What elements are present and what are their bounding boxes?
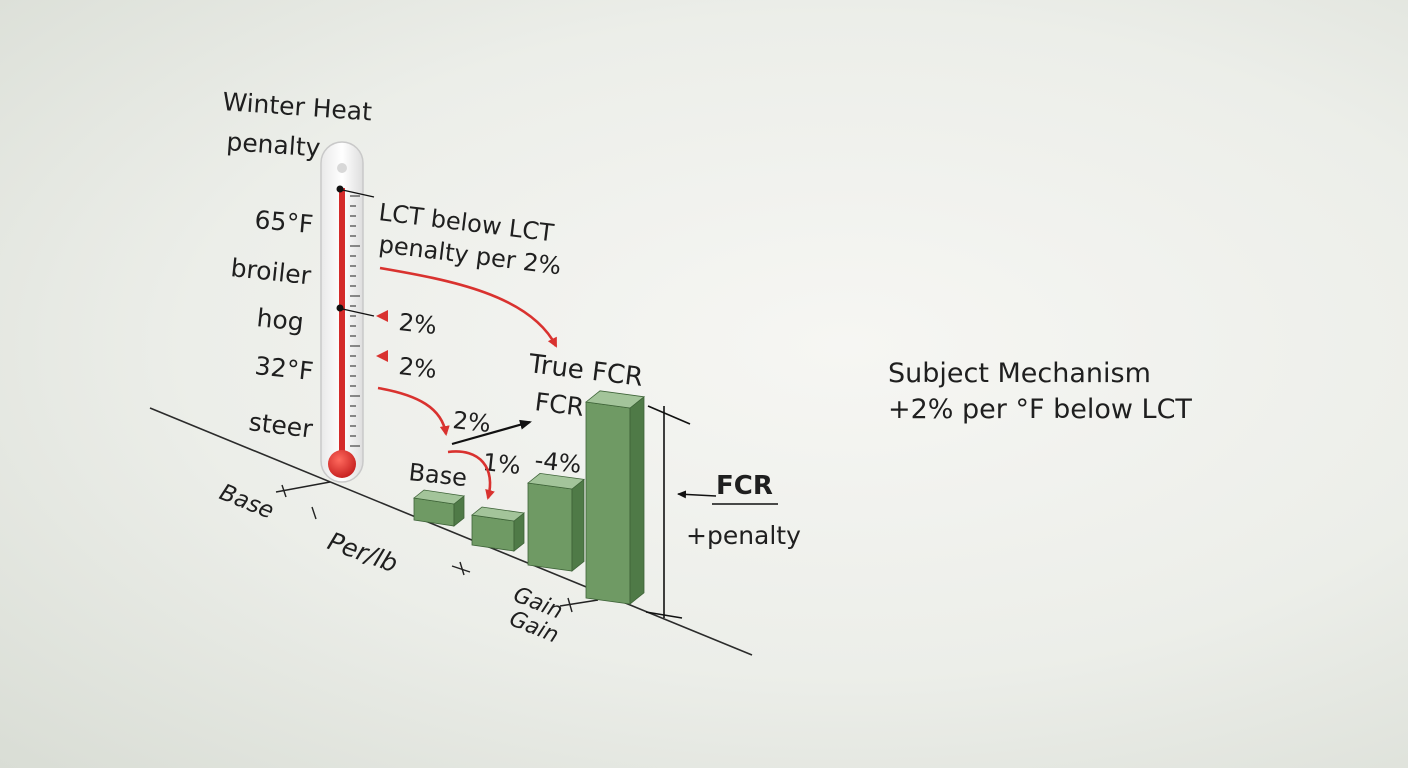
thermometer-scale-ticks bbox=[350, 195, 360, 447]
red-arrow-to-base bbox=[377, 386, 450, 436]
bar-2 bbox=[471, 506, 525, 552]
bar-3-front bbox=[527, 482, 573, 572]
thermometer-bulb bbox=[328, 450, 356, 478]
bar-true-fcr-side bbox=[629, 395, 645, 605]
mid-percent-label: 2% bbox=[451, 406, 492, 438]
thermometer-top-cap bbox=[337, 163, 347, 173]
red-arrow-base-to-bar2 bbox=[447, 450, 495, 500]
red-arrow-lct-to-true-fcr bbox=[379, 266, 558, 348]
base-bar-label: Base bbox=[407, 458, 468, 492]
marker-1-label: 2% bbox=[397, 308, 438, 340]
mechanism-title: Subject Mechanism bbox=[888, 358, 1151, 389]
bracket-penalty-label: +penalty bbox=[686, 521, 801, 550]
lct-pointer-line bbox=[337, 188, 375, 198]
thermometer-title-line1: Winter Heat bbox=[222, 87, 374, 126]
bar-2-top bbox=[471, 506, 525, 522]
temp-high-label: 65°F bbox=[253, 205, 314, 239]
fcr-bracket bbox=[645, 405, 717, 619]
bar-true-fcr bbox=[585, 390, 645, 605]
bracket-fcr-label: FCR bbox=[716, 471, 773, 501]
species-hog-label: hog bbox=[255, 303, 305, 337]
axis-base-label: Base bbox=[216, 479, 278, 524]
ground-axis-line bbox=[149, 407, 753, 656]
fcr-label: FCR bbox=[533, 387, 585, 422]
bar2-percent-label: 1% bbox=[481, 448, 522, 480]
mechanism-summary: Subject Mechanism +2% per °F below LCT bbox=[888, 356, 1192, 428]
thermometer bbox=[320, 141, 388, 483]
true-fcr-label: True FCR bbox=[526, 349, 644, 393]
bar-true-fcr-top bbox=[585, 390, 645, 409]
temp-low-label: 32°F bbox=[253, 351, 314, 386]
bar-3-top bbox=[527, 472, 585, 490]
bar-base bbox=[413, 489, 465, 527]
mercury-column bbox=[339, 188, 345, 458]
bar-base-top bbox=[413, 489, 465, 505]
species-steer-label: steer bbox=[247, 407, 315, 444]
axis-per-lb-label: Per/lb bbox=[324, 526, 402, 578]
bar-true-fcr-front bbox=[585, 401, 631, 605]
axis-ticks bbox=[275, 481, 599, 613]
lct-pointer-dot bbox=[336, 185, 344, 193]
mechanism-rate: +2% per °F below LCT bbox=[888, 394, 1192, 425]
bar-3 bbox=[527, 472, 585, 572]
mid-pointer-dot bbox=[336, 304, 344, 312]
marker-2-label: 2% bbox=[397, 352, 438, 384]
marker-triangle-1 bbox=[376, 310, 388, 322]
black-arrow-base-to-fcr bbox=[451, 419, 532, 446]
bar-3-side bbox=[571, 478, 585, 572]
fcr-bars bbox=[413, 390, 645, 605]
species-broiler-label: broiler bbox=[229, 253, 313, 290]
marker-triangle-2 bbox=[376, 350, 388, 362]
mid-pointer-line bbox=[337, 307, 375, 317]
thermometer-title-line2: penalty bbox=[226, 127, 322, 162]
